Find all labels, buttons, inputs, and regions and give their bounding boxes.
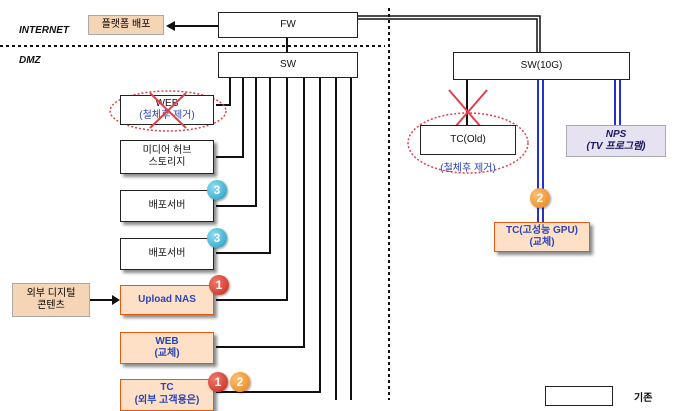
- tc-bottom-label: TC: [160, 382, 174, 393]
- upload-nas-node: Upload NAS: [120, 285, 214, 315]
- web-old-removal-highlight: [109, 90, 227, 132]
- tc-bottom-badge-1: 1: [208, 372, 228, 392]
- web-new-status: (교체): [154, 348, 180, 359]
- web-old-label: WEB: [155, 97, 179, 109]
- tc-old-status: (철체후 제거): [440, 163, 496, 174]
- sw10g-node: SW(10G): [453, 52, 630, 80]
- web-new-node: WEB (교체): [120, 332, 214, 364]
- deploy-server-1-node: 배포서버: [120, 190, 214, 222]
- web-old-status: (철체후 제거): [139, 110, 195, 121]
- external-content-label-2: 콘텐츠: [37, 300, 65, 311]
- sw-tc-bottom-link: [216, 78, 321, 393]
- sw-deploy1-link: [216, 78, 257, 207]
- upload-nas-label: Upload NAS: [138, 293, 196, 305]
- fw-node: FW: [218, 12, 358, 38]
- media-hub-label-2: 스토리지: [148, 157, 186, 168]
- zone-label-dmz: DMZ: [19, 55, 41, 66]
- fw-sw10g-link: [358, 15, 541, 52]
- tc-old-label: TC(Old): [450, 133, 486, 145]
- deploy-server-1-badge: 3: [207, 180, 227, 200]
- sw-media-hub-link: [216, 78, 244, 158]
- tc-old-node: TC(Old): [420, 125, 516, 155]
- upload-nas-badge: 1: [209, 275, 229, 295]
- tc-bottom-status: (외부 고객용은): [134, 394, 200, 406]
- deploy-server-2-label: 배포서버: [148, 247, 186, 259]
- tc-gpu-status: (교체): [529, 237, 555, 248]
- legend-existing-swatch: [545, 386, 613, 406]
- fw-label: FW: [280, 18, 296, 30]
- sw10g-label: SW(10G): [520, 59, 563, 71]
- sw-upload-nas-link: [216, 78, 288, 301]
- web-old-cross-icon: [149, 92, 187, 129]
- tc-old-removal-highlight: [407, 112, 529, 174]
- nps-label-1: NPS: [605, 129, 627, 140]
- tc-gpu-badge: 2: [530, 188, 550, 208]
- fw-to-platform-arrowhead: [166, 21, 175, 31]
- sw-node: SW: [218, 52, 358, 78]
- nps-label-2: (TV 프로그램): [586, 141, 646, 152]
- sw-deploy2-link: [216, 78, 271, 254]
- tc-bottom-node: TC (외부 고객용은): [120, 379, 214, 411]
- sw-label: SW: [279, 58, 297, 70]
- web-new-label: WEB: [155, 335, 179, 347]
- media-hub-label-1: 미디어 허브: [142, 144, 192, 156]
- external-content-arrowhead: [112, 295, 120, 305]
- external-content-tag: 외부 디지털 콘텐츠: [12, 283, 90, 317]
- platform-deploy-tag: 플랫폼 배포: [88, 15, 164, 35]
- fw-sw10g-link-2: [358, 18, 538, 52]
- platform-deploy-label: 플랫폼 배포: [101, 19, 151, 30]
- sw-web-new-link: [216, 78, 305, 348]
- media-hub-storage-node: 미디어 허브 스토리지: [120, 140, 214, 174]
- tc-gpu-node: TC(고성능 GPU) (교체): [494, 222, 590, 252]
- legend-existing-label: 기존: [634, 393, 653, 404]
- tc-bottom-badge-2: 2: [230, 372, 250, 392]
- tc-gpu-label: TC(고성능 GPU): [505, 224, 579, 236]
- external-content-label-1: 외부 디지털: [26, 288, 76, 299]
- deploy-server-2-node: 배포서버: [120, 238, 214, 270]
- deploy-server-1-label: 배포서버: [148, 199, 186, 211]
- deploy-server-2-badge: 3: [207, 228, 227, 248]
- network-links: [0, 8, 621, 400]
- nps-tag: NPS (TV 프로그램): [566, 125, 666, 157]
- zone-label-internet: INTERNET: [19, 25, 69, 36]
- sw-web-old-link: [216, 78, 231, 106]
